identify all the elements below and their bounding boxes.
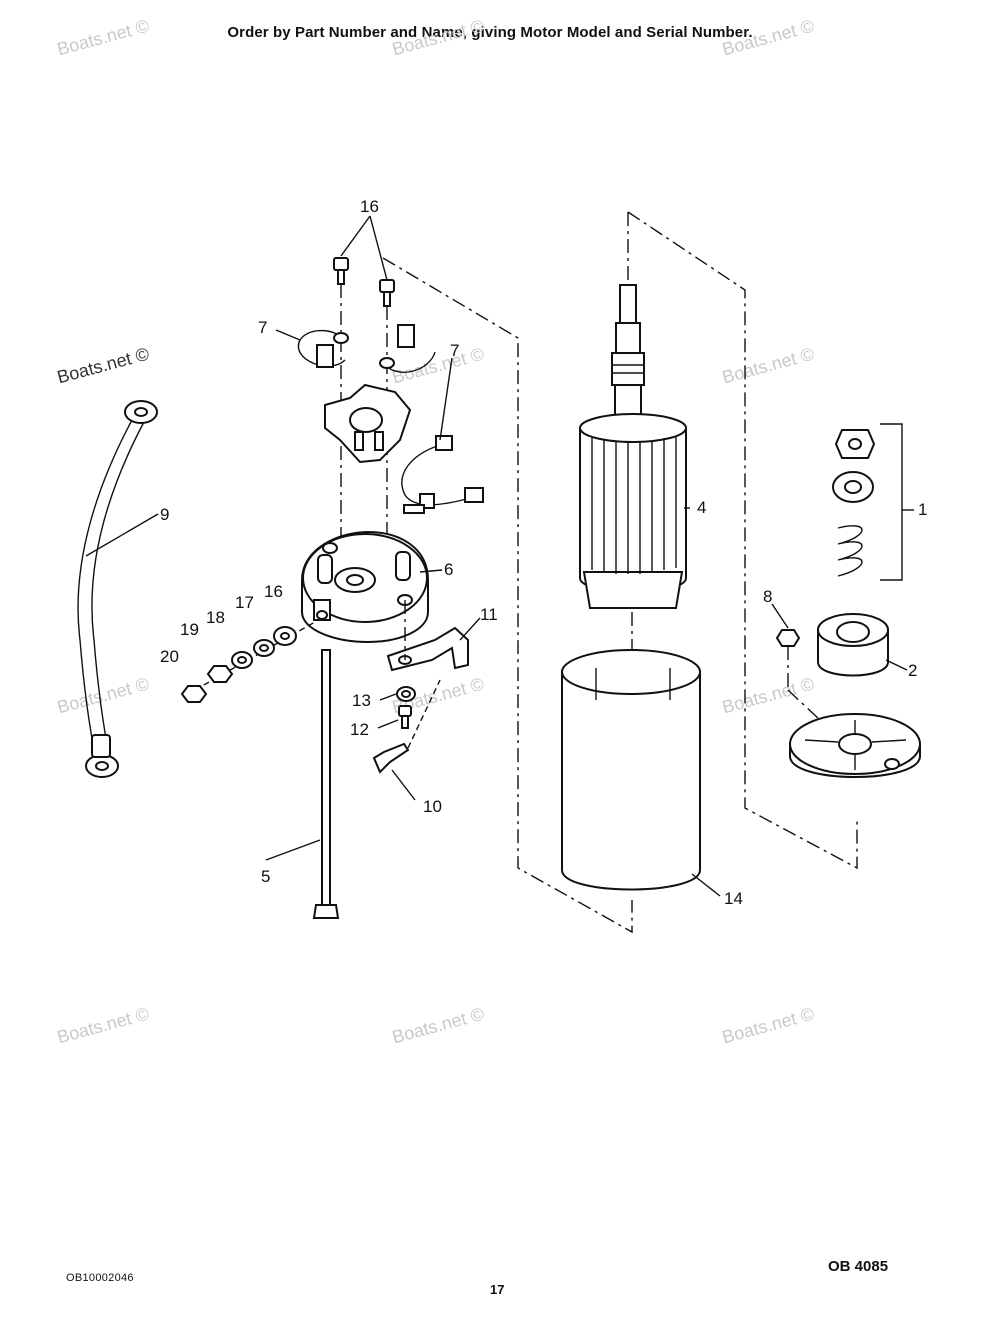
- callout-15: 16: [360, 197, 379, 216]
- drive-assembly: [832, 423, 914, 581]
- callout-8: 8: [763, 587, 772, 606]
- figure-code: OB 4085: [828, 1258, 889, 1275]
- callout-2: 2: [908, 661, 917, 680]
- callout-6: 6: [444, 560, 453, 579]
- brush-springs: [297, 324, 436, 373]
- callout-14: 14: [724, 889, 743, 908]
- field-frame: [561, 649, 701, 891]
- callout-9: 9: [160, 505, 169, 524]
- page-number: 17: [490, 1282, 505, 1297]
- commutator-end-head: [301, 530, 429, 644]
- callout-20: 20: [160, 647, 179, 666]
- callout-13: 13: [352, 691, 371, 710]
- callout-1: 1: [918, 500, 927, 519]
- callout-labels: 16 7 7 9 4 1 6 16 17 18 19 20 11 8 2 13 …: [160, 197, 927, 908]
- document-code: OB10002046: [66, 1272, 134, 1284]
- assembly-frame-line: [382, 257, 633, 934]
- hex-nut: [775, 629, 801, 647]
- brush-holder: [324, 383, 412, 464]
- leader-lines: [85, 215, 908, 897]
- callout-7: 7: [450, 341, 459, 360]
- terminal-hardware: [180, 621, 316, 703]
- drive-end-head: [789, 713, 921, 778]
- callout-19: 19: [180, 620, 199, 639]
- pinion-gear: [817, 613, 889, 677]
- callout-11: 11: [480, 605, 498, 624]
- callout-12: 12: [350, 720, 369, 739]
- battery-cable: [77, 400, 158, 778]
- callout-10: 10: [423, 797, 442, 816]
- assembly-frame-line: [787, 689, 821, 721]
- mounting-bracket: [386, 600, 469, 672]
- brush-lead: [401, 435, 484, 514]
- page-header-instruction: Order by Part Number and Name, giving Mo…: [227, 24, 753, 41]
- callout-7: 7: [258, 318, 267, 337]
- callout-16: 16: [264, 582, 283, 601]
- bracket-fasteners: [372, 679, 441, 774]
- callout-5: 5: [261, 867, 270, 886]
- assembly-frame-line: [627, 211, 858, 870]
- armature: [579, 284, 687, 668]
- through-bolt: [312, 649, 340, 919]
- callout-18: 18: [206, 608, 225, 627]
- callout-4: 4: [697, 498, 706, 517]
- callout-17: 17: [235, 593, 254, 612]
